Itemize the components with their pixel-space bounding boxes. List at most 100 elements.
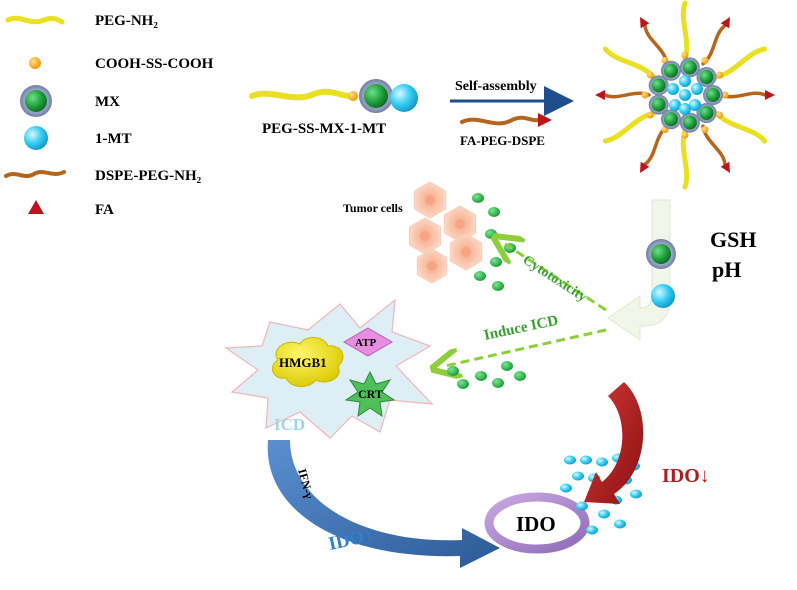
dspe-peg-nh2-icon [4,170,66,178]
tumor-cells-label: Tumor cells [343,201,403,215]
mx-drug-particles-icd [447,361,526,389]
legend-peg-nh2: PEG-NH₂ [95,13,158,29]
mx-particle [472,193,484,203]
ido-ring [484,492,590,554]
micelle-linker [716,111,724,119]
micelle-linker [701,56,709,64]
mx-particle [475,371,487,381]
ido-ring-inner [495,503,579,543]
cytotoxicity-arrow [505,244,607,312]
micelle-peg-chain [680,0,690,62]
mt-particle [560,483,572,493]
fa-peg-dspe-label: FA-PEG-DSPE [460,133,545,148]
legend-fa: FA [95,202,114,218]
mt-particle [614,519,626,529]
micelle-peg-chain [713,46,768,80]
crt-label: CRT [358,387,383,401]
micelle-linker [721,91,729,99]
conjugate-label: PEG-SS-MX-1-MT [262,121,386,137]
legend-dspe-peg-nh2: DSPE-PEG-NH₂ [95,168,202,184]
ido-up-arrow [267,440,500,568]
micelle-linker [646,71,654,79]
hmgb1-label: HMGB1 [279,355,327,370]
mt-particle [576,501,588,511]
micelle-fa-ligand [595,90,605,100]
micelle-mx [682,115,697,130]
hmgb1-cloud [271,337,344,387]
ido-enzyme: IDO [484,492,590,554]
mt-particle [596,457,608,467]
icd-label: ICD [274,415,305,434]
micelle-1-mt [689,99,701,111]
micelle-fa-ligand [640,161,650,173]
tumor-cell-nucleus [420,231,430,241]
micelle-core [648,57,723,133]
micelle-spokes [595,0,775,190]
mx-particle [492,281,504,291]
ido-label: IDO [516,512,556,536]
micelle-mx [651,78,666,93]
mx-particle [501,361,513,371]
mx-particle [488,207,500,217]
mx-particle [492,378,504,388]
micelle-mx [664,112,678,127]
released-mx-core [651,244,671,264]
atp-diamond [343,327,393,357]
nanoparticle-micelle [595,0,775,190]
mt-particle [630,489,642,499]
legend: PEG-NH₂ COOH-SS-COOH MX 1-MT DSPE-PEG-NH… [4,13,214,218]
micelle-peg-chain [713,110,768,144]
tumor-cell-nucleus [427,261,437,271]
mx-particle [485,229,497,239]
atp-label: ATP [355,337,376,349]
micelle-1-mt [679,89,691,101]
ifn-gamma-pathway: IFN-γ IDO↑ [267,440,500,568]
fa-icon [28,200,44,214]
tumor-cells: Tumor cells [343,181,483,284]
mt-particle [598,509,610,519]
mt-particle [580,455,592,465]
micelle-fa-ligand [765,90,775,100]
micelle-mx [706,88,720,102]
micelle-linker [716,71,724,79]
micelle-mx [699,70,714,85]
peg-ss-mx-1-mt-conjugate: PEG-SS-MX-1-MT [249,79,418,137]
tumor-cell-nucleus [461,247,471,257]
gsh-label: GSH [710,227,756,252]
mt-particle [572,471,584,481]
mt-icon [24,126,48,150]
micelle-mx [651,97,666,112]
self-assembly-step: Self-assembly FA-PEG-DSPE [450,79,574,148]
cooh-ss-cooh-icon [29,57,41,69]
icd-cell: HMGB1 ATP CRT ICD [224,298,434,439]
micelle-1-mt [679,103,691,115]
micelle-fa-ligand [720,161,730,173]
micelle-mx [664,63,678,78]
micelle-linker [681,51,689,59]
micelle-peg-chain [602,46,657,80]
peg-nh2-icon [5,15,65,25]
tumor-cell-nucleus [425,195,435,205]
release-arrow [607,199,671,341]
mx-particle [490,257,502,267]
mx-particle [457,379,469,389]
tumor-cell-nucleus [455,219,465,229]
ido-down-pathway: IDO↓ [584,382,710,504]
micelle-fa-ligand [720,17,730,29]
micelle-mx [682,60,697,75]
mx-particle [447,366,459,376]
mt-particle [586,525,598,535]
ido-down-arrow [584,382,644,504]
induce-icd-label: Induce ICD [483,313,560,344]
micelle-1-mt [691,83,703,95]
mx-particle [514,371,526,381]
mt-particle [564,455,576,465]
micelle-linker [701,126,709,134]
legend-1-mt: 1-MT [95,131,132,147]
legend-cooh-ss-cooh: COOH-SS-COOH [95,56,214,72]
fa-peg-dspe-icon [460,115,540,126]
induce-icd-step: Induce ICD [445,313,607,366]
micelle-linker [681,131,689,139]
